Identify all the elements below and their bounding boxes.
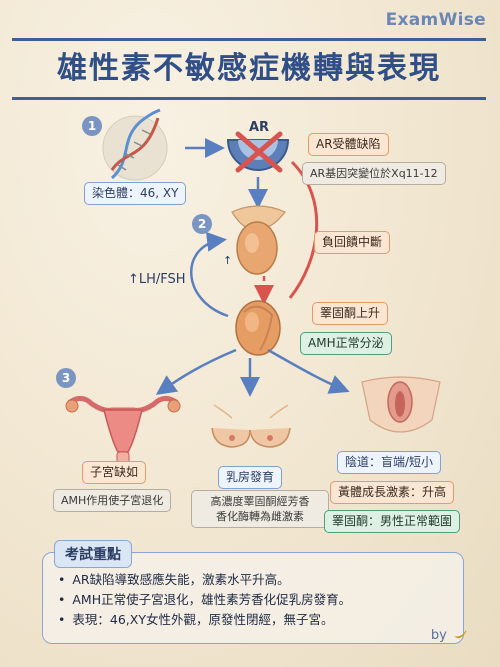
testosterone-level-badge: 睪固酮：男性正常範圍 — [324, 510, 461, 533]
arrow-to-uterus — [155, 348, 237, 395]
receptor-icon — [226, 131, 290, 173]
key-point-item: 表現：46,XY女性外觀，原發性閉經，無子宮。 — [58, 610, 351, 630]
vulva-icon — [361, 376, 441, 433]
receptor-label: AR — [249, 120, 270, 135]
breast-badge: 乳房發育 — [218, 466, 283, 489]
lh-level-badge: 黃體成長激素：升高 — [330, 481, 455, 504]
testis-icon — [235, 300, 281, 356]
feedback-badge: 負回饋中斷 — [314, 231, 391, 254]
ar-defect-badge: AR受體缺陷 — [308, 133, 389, 156]
arrow-to-vagina — [267, 348, 350, 394]
pituitary-icon — [231, 205, 286, 275]
breast-detail-line1: 高濃度睪固酮經芳香 — [210, 495, 310, 508]
footer-by: by — [431, 628, 468, 643]
breast-icon — [211, 404, 291, 448]
ar-gene-detail: AR基因突變位於Xq11-12 — [302, 162, 446, 185]
dna-icon — [102, 108, 168, 181]
uterus-icon — [65, 396, 181, 467]
step-number-3: 3 — [56, 368, 76, 388]
step-number-2: 2 — [192, 214, 212, 234]
title-banner: 雄性素不敏感症機轉與表現 — [12, 38, 486, 100]
breast-detail: 高濃度睪固酮經芳香 香化酶轉為雌激素 — [191, 490, 329, 528]
step-number-1: 1 — [82, 116, 102, 136]
uterus-badge: 子宮缺如 — [82, 461, 147, 484]
key-points-title: 考試重點 — [54, 540, 132, 568]
amh-badge: AMH正常分泌 — [300, 332, 392, 355]
footer-by-text: by — [430, 628, 447, 643]
banana-icon — [454, 630, 467, 639]
uterus-detail: AMH作用使子宮退化 — [53, 489, 172, 512]
testosterone-badge: 睪固酮上升 — [312, 302, 389, 325]
vagina-badge: 陰道：盲端/短小 — [337, 451, 442, 474]
breast-detail-line2: 香化酶轉為雌激素 — [216, 510, 304, 523]
pituitary-up-arrow: ↑ — [223, 254, 233, 267]
chromosome-label: 染色體：46, XY — [84, 182, 187, 205]
arrow-testis-to-pituitary — [190, 231, 229, 318]
lh-fsh-label: ↑LH/FSH — [128, 272, 186, 287]
brand-logo: ExamWise — [385, 10, 486, 30]
key-point-item: AR缺陷導致感應失能，激素水平升高。 — [58, 570, 351, 590]
key-points-list: AR缺陷導致感應失能，激素水平升高。 AMH正常使子宮退化，雄性素芳香化促乳房發… — [58, 570, 351, 630]
page-title: 雄性素不敏感症機轉與表現 — [57, 51, 441, 86]
key-point-item: AMH正常使子宮退化，雄性素芳香化促乳房發育。 — [58, 590, 351, 610]
